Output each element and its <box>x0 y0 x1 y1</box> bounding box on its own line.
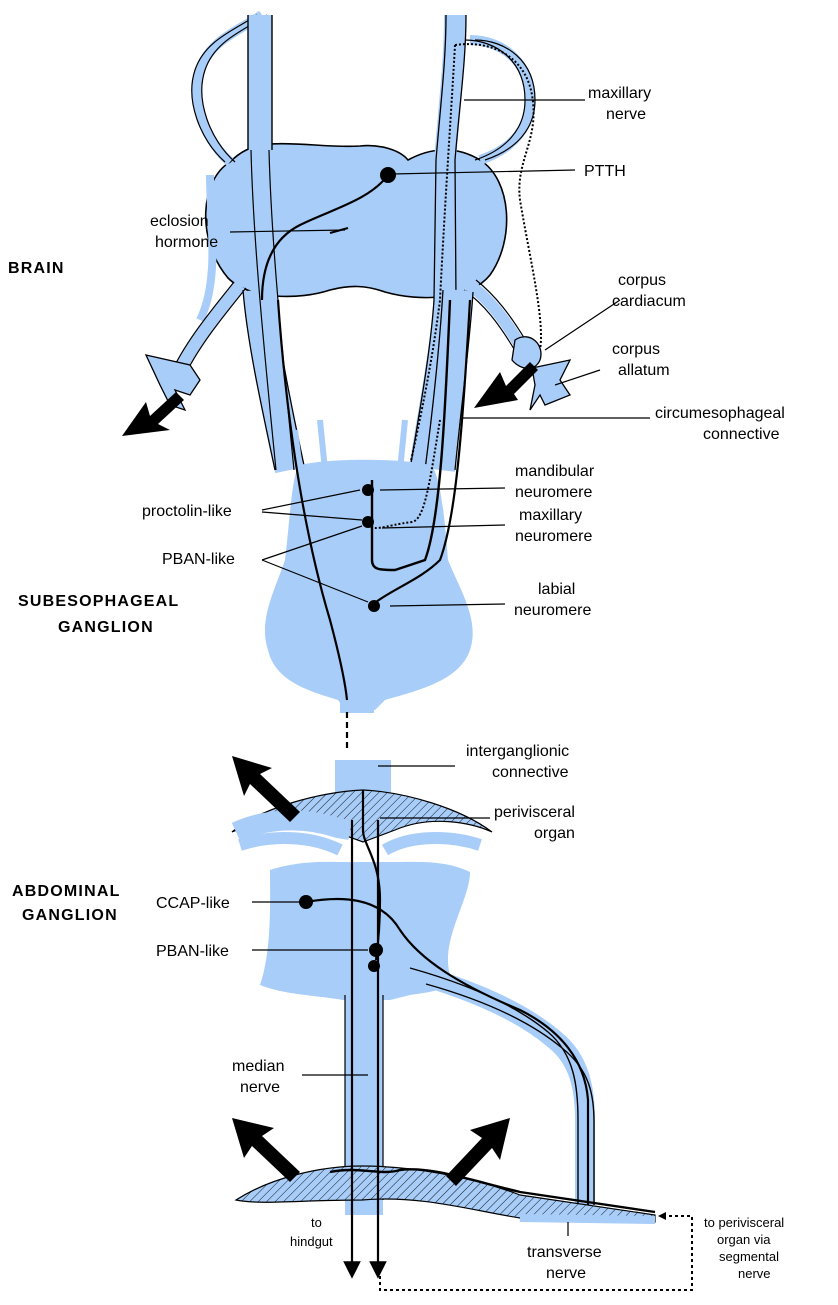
upper-left-arrow <box>232 756 300 822</box>
pban-neuron-1 <box>369 943 383 957</box>
label-to-hindgut-2: hindgut <box>290 1234 333 1249</box>
label-interganglionic-2: connective <box>492 764 569 781</box>
abdominal-neurons <box>299 790 693 1291</box>
label-interganglionic-1: interganglionic <box>466 743 569 760</box>
label-segmental-1: to perivisceral <box>704 1215 784 1230</box>
label-corpus-cardiacum-1: corpus <box>618 272 666 289</box>
pban-neuron-2 <box>368 960 380 972</box>
label-corpus-allatum-2: allatum <box>618 362 670 379</box>
label-eclosion-1: eclosion <box>150 213 209 230</box>
maxillary-nerve-dotted <box>454 43 542 351</box>
proctolin-neuron <box>362 484 374 496</box>
brain <box>191 10 542 502</box>
label-segmental-4: nerve <box>738 1266 771 1281</box>
label-segmental-3: segmental <box>719 1249 779 1264</box>
label-to-hindgut-1: to <box>311 1215 322 1230</box>
left-corpora <box>122 281 247 436</box>
label-transverse-2: nerve <box>546 1265 586 1282</box>
subesophageal-ganglion <box>264 459 473 710</box>
section-abdominal-1: ABDOMINAL <box>12 883 121 900</box>
label-pban-lower: PBAN-like <box>156 943 229 960</box>
label-median-2: nerve <box>240 1079 280 1096</box>
leader-lines <box>229 99 650 1236</box>
left-corpus-allatum <box>144 354 201 412</box>
ccap-neuron <box>299 895 313 909</box>
right-corpus-allatum <box>529 359 572 411</box>
label-transverse-1: transverse <box>527 1244 602 1261</box>
label-proctolin: proctolin-like <box>142 503 232 520</box>
label-maxillary-nerve-1: maxillary <box>588 85 651 102</box>
label-circumesophageal-2: connective <box>703 426 780 443</box>
lower-right-arrow <box>446 1118 510 1186</box>
label-eclosion-2: hormone <box>155 234 218 251</box>
label-corpus-allatum-1: corpus <box>612 341 660 358</box>
right-corpus-cardiacum <box>511 336 542 369</box>
label-maxillary-neuromere-1: maxillary <box>519 507 582 524</box>
label-segmental-2: organ via <box>717 1232 771 1247</box>
label-ccap: CCAP-like <box>156 895 230 912</box>
section-brain: BRAIN <box>8 260 65 277</box>
label-circumesophageal-1: circumesophageal <box>655 405 785 422</box>
label-mandibular-2: neuromere <box>515 484 592 501</box>
label-maxillary-nerve-2: nerve <box>606 106 646 123</box>
segmental-dotted <box>379 1215 693 1291</box>
section-abdominal-2: GANGLION <box>22 907 118 924</box>
labial-neuron <box>368 600 380 612</box>
label-labial-2: neuromere <box>514 602 591 619</box>
label-median-1: median <box>232 1058 284 1075</box>
perivisceral-organ-lower <box>234 1165 656 1224</box>
sog-neurons <box>276 299 472 701</box>
label-labial-1: labial <box>538 581 575 598</box>
brain-left-loop <box>191 10 265 166</box>
label-pban-upper: PBAN-like <box>162 551 235 568</box>
section-subesophageal-1: SUBESOPHAGEAL <box>18 593 179 610</box>
right-release-arrow <box>474 362 538 408</box>
interganglionic-connective-upper <box>340 705 374 750</box>
transverse-nerve <box>519 1214 656 1224</box>
maxillary-neuron <box>362 516 374 528</box>
label-ptth: PTTH <box>584 163 626 180</box>
abdominal-release-arrows <box>232 756 510 1186</box>
right-corpora <box>463 279 572 411</box>
lower-left-arrow <box>232 1118 300 1182</box>
label-perivisceral-2: organ <box>534 825 575 842</box>
label-corpus-cardiacum-2: cardiacum <box>612 293 686 310</box>
labels: BRAIN SUBESOPHAGEAL GANGLION ABDOMINAL G… <box>8 85 785 1282</box>
label-perivisceral-1: perivisceral <box>494 804 575 821</box>
label-maxillary-neuromere-2: neuromere <box>515 528 592 545</box>
section-subesophageal-2: GANGLION <box>58 619 154 636</box>
label-mandibular-1: mandibular <box>515 463 595 480</box>
left-release-arrow <box>122 392 184 436</box>
brain-body <box>204 142 508 299</box>
